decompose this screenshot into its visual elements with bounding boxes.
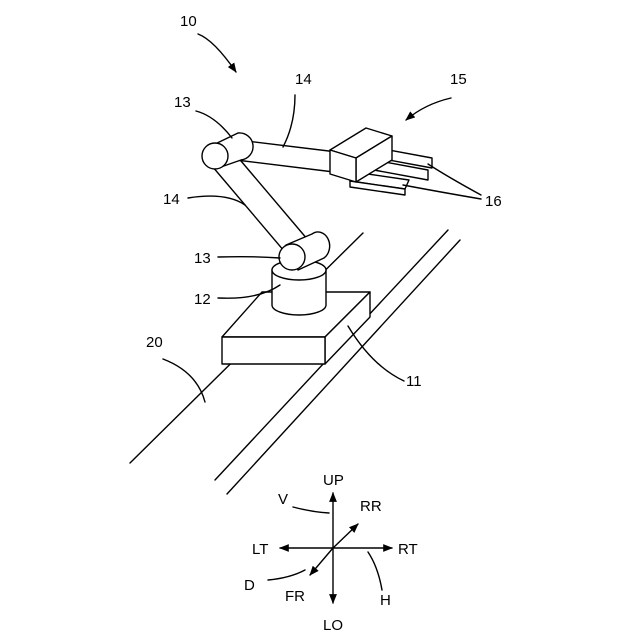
label-lower-arm: 14: [163, 191, 180, 208]
label-depth: D: [244, 577, 255, 594]
hand: [330, 128, 432, 195]
label-left: LT: [252, 541, 268, 558]
rear-arrow: [333, 524, 358, 548]
label-swivel-base: 12: [194, 291, 211, 308]
label-front: FR: [285, 588, 305, 605]
label-vertical: V: [278, 491, 288, 508]
label-rail: 20: [146, 334, 163, 351]
label-up: UP: [323, 472, 344, 489]
label-rear: RR: [360, 498, 382, 515]
label-hand: 15: [450, 71, 467, 88]
label-upper-joint: 13: [174, 94, 191, 111]
label-down: LO: [323, 617, 343, 634]
label-lower-joint: 13: [194, 250, 211, 267]
label-fingers: 16: [485, 193, 502, 210]
label-right: RT: [398, 541, 418, 558]
label-travel-carriage: 11: [406, 373, 422, 390]
label-robot-system: 10: [180, 13, 197, 30]
upper-joint: [202, 133, 253, 169]
front-arrow: [310, 548, 333, 575]
label-horizontal: H: [380, 592, 391, 609]
label-upper-arm: 14: [295, 71, 312, 88]
